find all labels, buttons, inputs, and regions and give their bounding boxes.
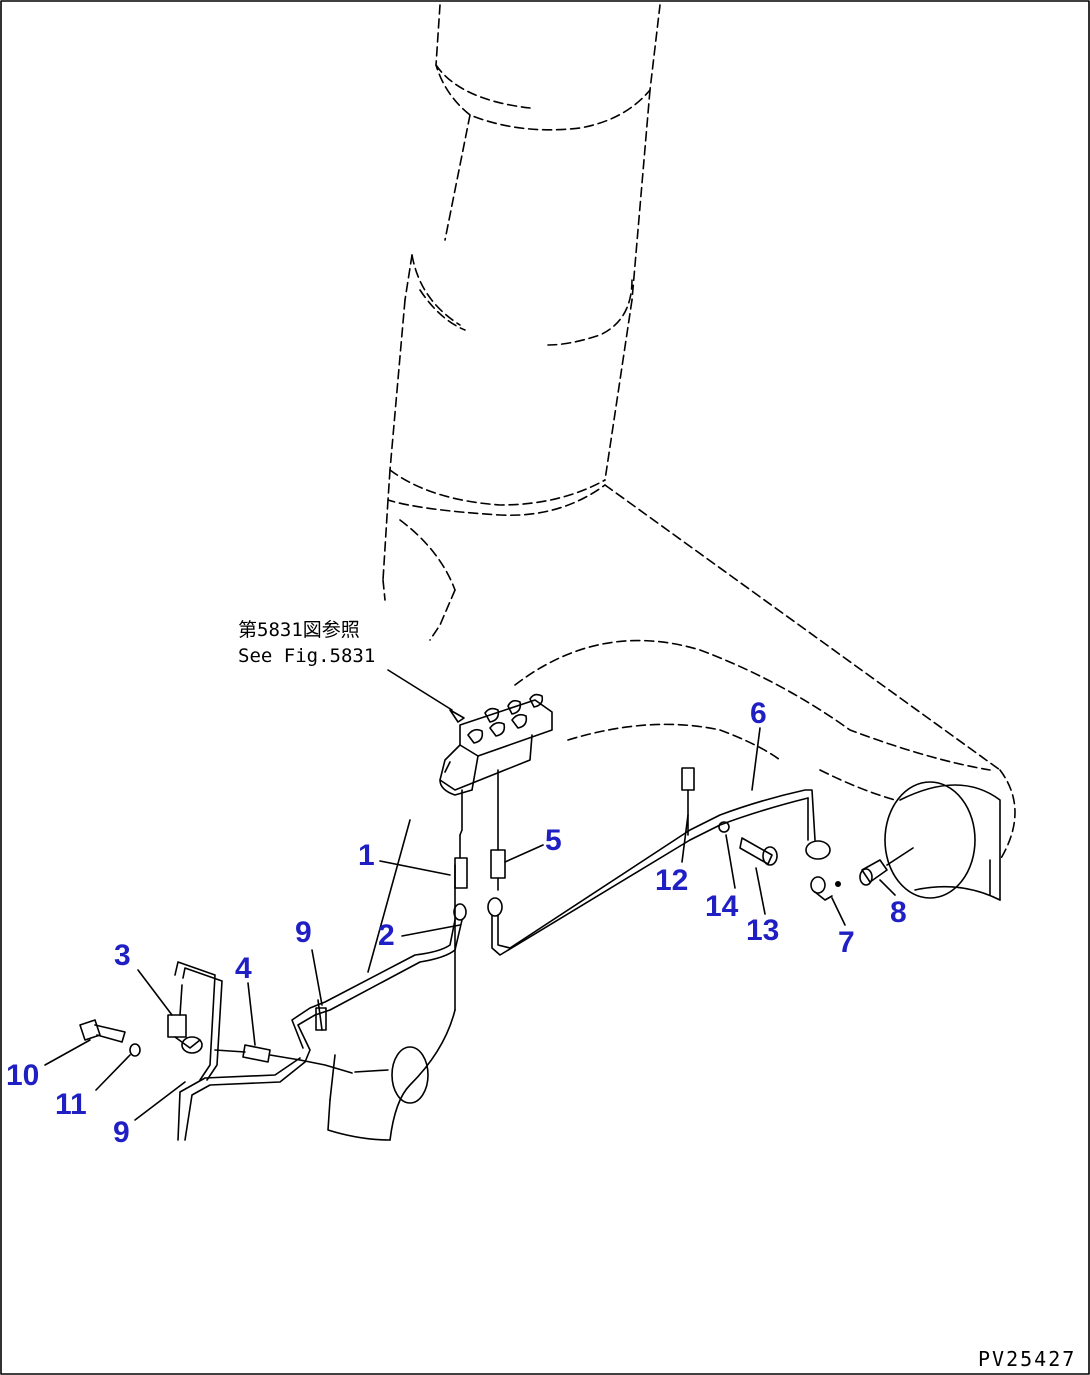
boom-foot-pin-bore [391, 1046, 429, 1104]
callout-12: 12 [655, 864, 688, 897]
washer-11 [129, 1043, 141, 1057]
leader-lines [44, 669, 896, 1121]
callout-1: 1 [358, 839, 375, 872]
callout-8: 8 [890, 896, 907, 929]
bolt-10 [79, 1019, 126, 1043]
elbow-8 [859, 847, 914, 886]
bolt-13 [739, 837, 778, 866]
arm-end-boss [884, 781, 1001, 901]
fitting-4 [214, 1044, 301, 1063]
callout-5: 5 [545, 824, 562, 857]
fittings-center [453, 834, 506, 921]
clamp-7 [810, 876, 841, 901]
pipe-3 [174, 961, 223, 1081]
callout-11: 11 [55, 1088, 87, 1121]
valve-block [439, 693, 553, 851]
pipe-6 [491, 767, 831, 956]
callout-9-upper: 9 [295, 916, 312, 949]
callout-14: 14 [705, 890, 739, 923]
reference-note-jp: 第5831図参照 [238, 619, 360, 641]
callout-10: 10 [6, 1059, 39, 1092]
reference-note-en: See Fig.5831 [238, 645, 375, 667]
boom-foot [327, 819, 456, 1141]
callout-6: 6 [750, 697, 767, 730]
callout-2: 2 [378, 919, 395, 952]
boom-outline [382, 4, 1016, 861]
callout-9-lower: 9 [113, 1116, 130, 1149]
drawing-id: PV25427 [978, 1347, 1076, 1371]
callout-7: 7 [838, 926, 855, 959]
fitting-3 [167, 984, 203, 1054]
pipe-9-left [177, 919, 463, 1141]
callout-3: 3 [114, 939, 131, 972]
callout-4: 4 [235, 952, 252, 985]
callout-13: 13 [746, 914, 779, 947]
